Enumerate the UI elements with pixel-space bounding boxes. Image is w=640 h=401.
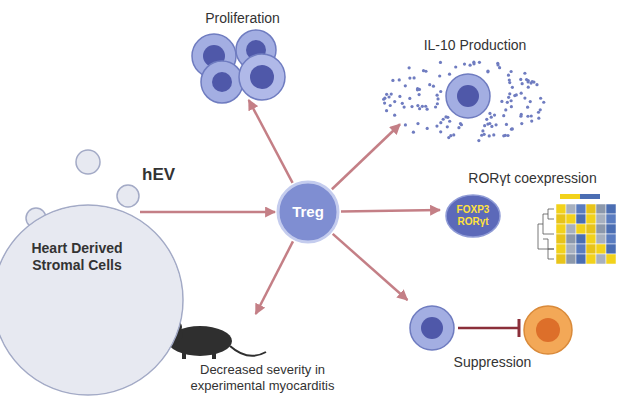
vesicle-label: hEV <box>142 165 175 185</box>
caption-text: Suppression <box>400 354 585 371</box>
caption-text: Heart Derived Stromal Cells <box>22 240 132 274</box>
arrow-connector <box>341 210 440 212</box>
il10-cell <box>446 74 490 118</box>
caption-text: RORγt coexpression <box>440 170 625 187</box>
outcome-group: Proliferation <box>180 8 305 100</box>
outcome-group: FOXP3 RORγt RORγt coexpression <box>440 168 625 268</box>
outcome-group: Decreased severity in experimental myoca… <box>150 314 375 398</box>
suppression-cells <box>410 306 572 354</box>
arrow-connector <box>256 241 293 314</box>
arrow-connector <box>332 124 400 189</box>
stromal-cell: Heart Derived Stromal Cells <box>0 140 140 401</box>
arrow-connector <box>333 234 408 300</box>
marker-cell: FOXP3 RORγt <box>445 194 501 238</box>
cell-name: Treg <box>276 203 340 221</box>
cell-cluster <box>192 30 285 103</box>
heatmap <box>538 194 616 264</box>
outcome-group: IL-10 Production <box>400 35 550 140</box>
arrow-connector <box>249 100 293 183</box>
marker-text: FOXP3 RORγt <box>447 204 499 228</box>
caption-text: IL-10 Production <box>400 37 550 54</box>
caption-text: Proliferation <box>180 10 305 27</box>
cytokine-dots <box>382 61 545 143</box>
arrow-connector <box>140 211 275 214</box>
caption-text: Decreased severity in experimental myoca… <box>175 362 350 393</box>
treg-cell: Treg <box>276 180 340 244</box>
outcome-group: Suppression <box>400 300 585 376</box>
